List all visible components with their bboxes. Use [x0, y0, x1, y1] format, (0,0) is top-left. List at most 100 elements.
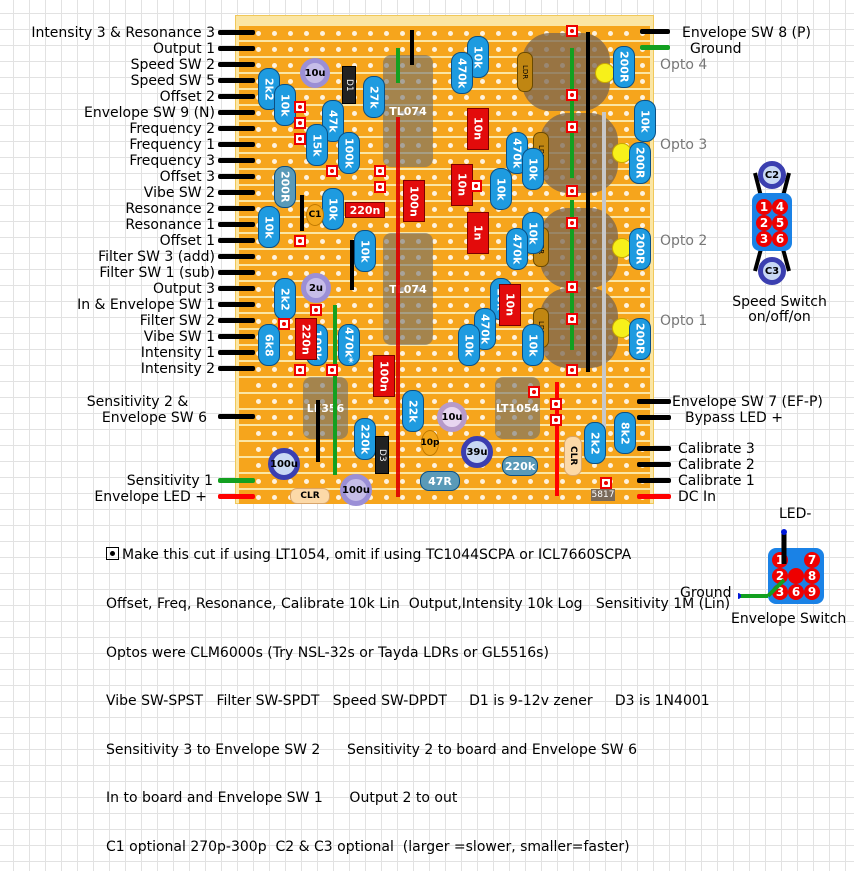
board-hole: [448, 239, 453, 244]
board-hole: [304, 447, 309, 452]
board-hole: [464, 431, 469, 436]
board-hole: [464, 207, 469, 212]
board-hole: [480, 351, 485, 356]
track-cut: [294, 364, 306, 376]
track-cut: [326, 165, 338, 177]
label-dc-in: DC In: [678, 489, 717, 505]
board-hole: [288, 255, 293, 260]
jumper-green-2: [333, 305, 337, 475]
board-hole: [480, 287, 485, 292]
note-switches: Vibe SW-SPST Filter SW-SPDT Speed SW-DPD…: [106, 693, 710, 710]
board-hole: [416, 383, 421, 388]
cap-10u-upper: 10u: [300, 58, 330, 88]
speed-switch-label-line1: Speed Switch: [732, 294, 827, 310]
note-sensitivity: Sensitivity 3 to Envelope SW 2 Sensitivi…: [106, 741, 637, 758]
board-hole: [304, 31, 309, 36]
board-hole: [480, 303, 485, 308]
board-hole: [432, 63, 437, 68]
track-cut: [566, 281, 578, 293]
board-hole: [288, 383, 293, 388]
board-hole: [624, 191, 629, 196]
track-cut: [278, 318, 290, 330]
board-hole: [304, 175, 309, 180]
board-hole: [624, 207, 629, 212]
board-hole: [272, 159, 277, 164]
board-hole: [288, 431, 293, 436]
left-label: Offset 3: [159, 169, 215, 185]
board-hole: [656, 95, 661, 100]
left-label: Resonance 1: [125, 217, 215, 233]
resistor: 10k: [634, 100, 656, 142]
board-hole: [576, 495, 581, 500]
board-hole: [496, 271, 501, 276]
film-cap: 10n: [451, 164, 473, 206]
left-label: Envelope SW 9 (N): [84, 105, 215, 121]
resistor: 100k: [338, 132, 360, 174]
env-pin-8: 8: [804, 568, 820, 584]
board-hole: [384, 191, 389, 196]
board-hole: [288, 159, 293, 164]
board-hole: [336, 79, 341, 84]
board-hole: [512, 31, 517, 36]
board-hole: [560, 415, 565, 420]
board-hole: [448, 175, 453, 180]
envelope-switch[interactable]: 1 7 2 8 3 6 9: [738, 529, 824, 604]
board-hole: [352, 367, 357, 372]
offboard-wire: [218, 222, 255, 227]
note-caps: C1 optional 270p-300p C2 & C3 optional (…: [106, 839, 630, 856]
board-hole: [480, 367, 485, 372]
board-hole: [512, 207, 517, 212]
resistor: 470k*: [338, 324, 360, 366]
track-cut: [566, 217, 578, 229]
left-label: Frequency 3: [129, 153, 215, 169]
env-pin-6: 6: [788, 584, 804, 600]
note-optos: Optos were CLM6000s (Try NSL-32s or Tayd…: [106, 644, 549, 661]
board-hole: [496, 143, 501, 148]
offboard-wire: [218, 238, 255, 243]
board-hole: [256, 287, 261, 292]
board-hole: [416, 31, 421, 36]
board-hole: [496, 159, 501, 164]
diode-d1: D1: [342, 66, 356, 104]
speed-pin-6: 6: [772, 231, 788, 247]
board-hole: [432, 79, 437, 84]
board-hole: [288, 223, 293, 228]
label-sensitivity1: Sensitivity 1: [126, 473, 213, 489]
jumper-black-3: [410, 30, 414, 65]
board-hole: [256, 47, 261, 52]
offboard-wire: [218, 206, 255, 211]
board-hole: [400, 463, 405, 468]
board-hole: [560, 447, 565, 452]
speed-switch[interactable]: C2 C3 1 4 2 5 3 6: [752, 158, 792, 285]
board-hole: [496, 111, 501, 116]
board-hole: [528, 207, 533, 212]
resistor: 10k: [354, 230, 376, 272]
board-hole: [416, 447, 421, 452]
board-hole: [560, 495, 565, 500]
resistor: 10k: [458, 324, 480, 366]
resistor: 2k2: [274, 278, 296, 320]
board-hole: [496, 479, 501, 484]
board-hole: [624, 399, 629, 404]
board-hole: [288, 367, 293, 372]
ic-tl074-upper: TL074: [383, 55, 433, 167]
board-hole: [608, 287, 613, 292]
board-hole: [512, 79, 517, 84]
board-hole: [464, 479, 469, 484]
jumper-black-opto: [586, 32, 590, 232]
left-label: Intensity 1: [140, 345, 215, 361]
board-hole: [656, 335, 661, 340]
board-hole: [304, 159, 309, 164]
track-cut: [294, 133, 306, 145]
board-hole: [576, 431, 581, 436]
board-hole: [432, 127, 437, 132]
copper-strip: [239, 442, 650, 456]
board-hole: [272, 127, 277, 132]
board-hole: [512, 175, 517, 180]
board-hole: [560, 431, 565, 436]
board-hole: [432, 383, 437, 388]
offboard-wire: [218, 142, 255, 147]
offboard-wire: [218, 254, 255, 259]
board-hole: [352, 127, 357, 132]
speed-pin-2: 2: [756, 215, 772, 231]
